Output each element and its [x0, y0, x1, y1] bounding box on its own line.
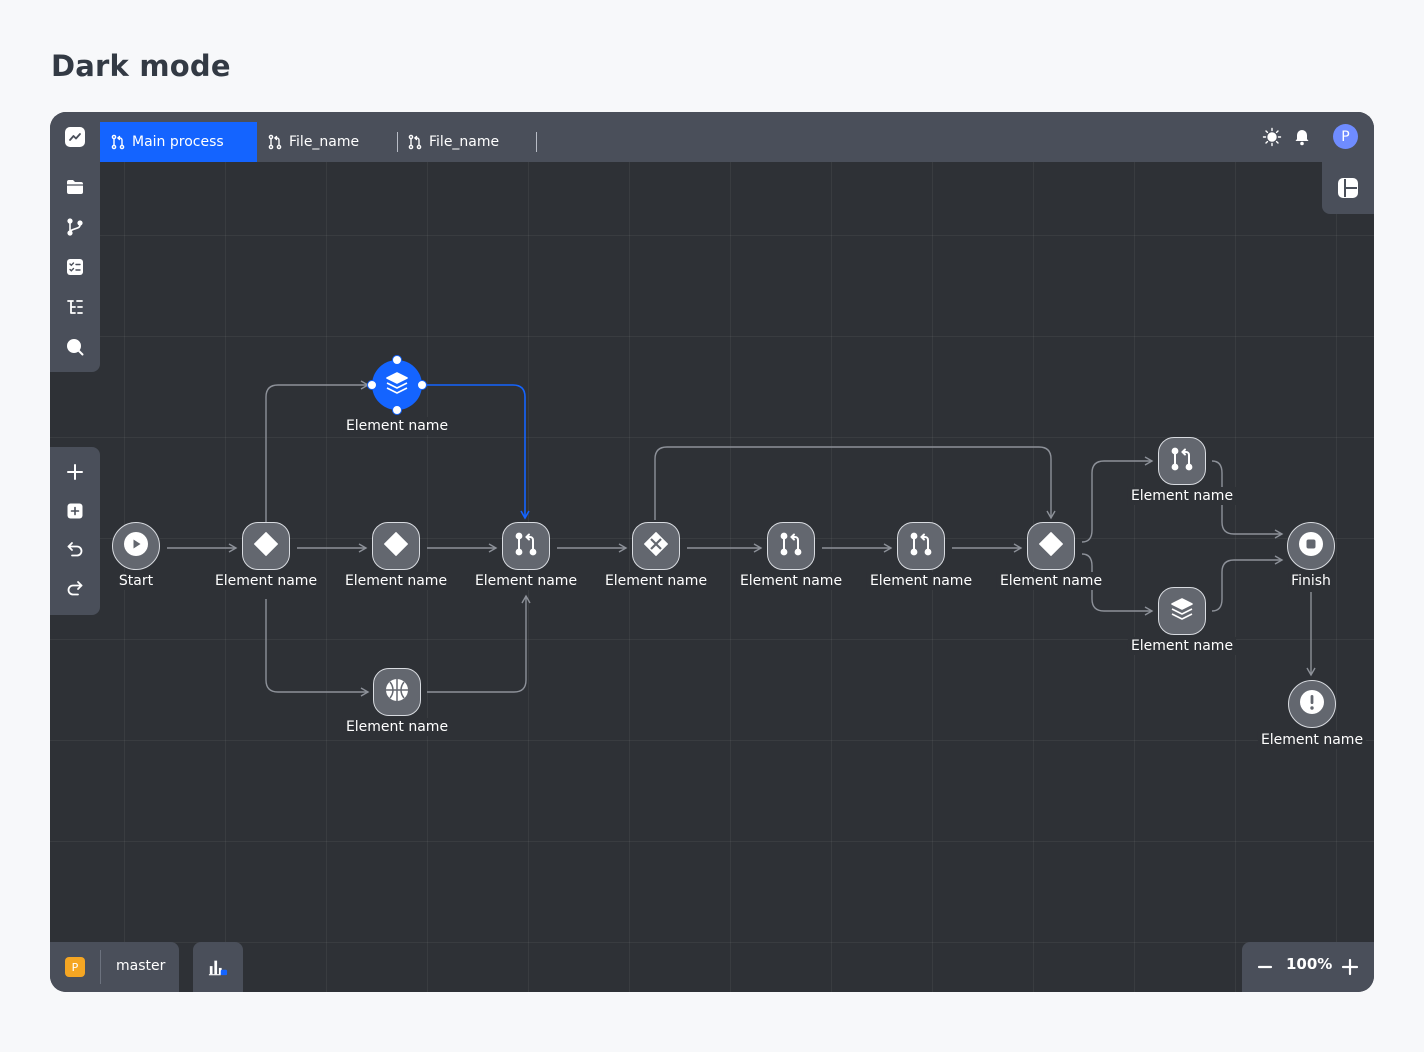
- hierarchy-icon[interactable]: [65, 297, 85, 317]
- checklist-icon[interactable]: [65, 257, 85, 277]
- stats-panel: [193, 942, 243, 992]
- node-label: Finish: [1288, 572, 1334, 590]
- node-label: Start: [115, 572, 157, 590]
- stop-icon: [1298, 531, 1324, 561]
- pull-request-icon: [1169, 446, 1195, 476]
- tab-file-1[interactable]: File_name: [267, 122, 359, 162]
- node-label: Element name: [866, 572, 976, 590]
- zoom-panel: 100%: [1242, 942, 1374, 992]
- node-label: Element name: [471, 572, 581, 590]
- node-finish[interactable]: [1287, 522, 1335, 570]
- branch-icon[interactable]: [65, 217, 85, 237]
- diamond-icon: [383, 531, 409, 561]
- sun-icon[interactable]: [1262, 127, 1282, 147]
- node-gateway[interactable]: [242, 522, 290, 570]
- pull-request-icon: [908, 531, 934, 561]
- page-title: Dark mode: [51, 49, 231, 83]
- node-service[interactable]: [1158, 587, 1206, 635]
- play-icon: [123, 531, 149, 561]
- node-label: Element name: [1257, 731, 1367, 749]
- resize-handle[interactable]: [392, 355, 402, 365]
- parallel-gateway-icon: [643, 531, 669, 561]
- node-label: Element name: [601, 572, 711, 590]
- zoom-level: 100%: [1286, 955, 1333, 973]
- pull-request-icon: [267, 134, 283, 150]
- resize-handle[interactable]: [367, 380, 377, 390]
- node-web[interactable]: [373, 668, 421, 716]
- undo-icon[interactable]: [65, 539, 85, 559]
- diamond-icon: [253, 531, 279, 561]
- resize-handle[interactable]: [392, 405, 402, 415]
- node-label: Element name: [341, 572, 451, 590]
- node-label: Element name: [211, 572, 321, 590]
- node-service-selected[interactable]: [372, 360, 422, 410]
- node-merge[interactable]: [767, 522, 815, 570]
- branch-divider: [100, 950, 101, 984]
- branch-panel[interactable]: P master: [50, 942, 179, 992]
- layout-panel: [1322, 162, 1374, 214]
- connector-layer: [167, 380, 1316, 697]
- tab-divider: [536, 132, 537, 152]
- pull-request-icon: [778, 531, 804, 561]
- bar-chart-icon[interactable]: [208, 957, 228, 977]
- exclamation-icon: [1299, 689, 1325, 719]
- zoom-in-button[interactable]: [1340, 957, 1360, 977]
- left-toolbar: [50, 162, 100, 372]
- tab-label: File_name: [289, 134, 360, 150]
- node-label: Element name: [342, 417, 452, 435]
- layers-icon: [384, 370, 410, 400]
- node-label: Element name: [342, 718, 452, 736]
- node-label: Element name: [1127, 487, 1237, 505]
- node-start[interactable]: [112, 522, 160, 570]
- tab-label: File_name: [429, 134, 500, 150]
- tab-main-process[interactable]: Main process: [100, 122, 257, 162]
- layout-icon[interactable]: [1337, 177, 1359, 199]
- tab-label: Main process: [132, 134, 224, 150]
- node-gateway[interactable]: [1027, 522, 1075, 570]
- add-box-icon[interactable]: [65, 501, 85, 521]
- node-parallel[interactable]: [632, 522, 680, 570]
- process-editor-window: Main process File_name File_name P: [50, 112, 1374, 992]
- node-label: Element name: [996, 572, 1106, 590]
- zoom-out-button[interactable]: [1255, 957, 1275, 977]
- tab-divider: [397, 132, 398, 152]
- project-badge: P: [65, 957, 85, 977]
- node-gateway[interactable]: [372, 522, 420, 570]
- globe-icon: [384, 677, 410, 707]
- node-merge[interactable]: [897, 522, 945, 570]
- app-logo-icon[interactable]: [65, 127, 85, 147]
- plus-icon[interactable]: [65, 462, 85, 482]
- node-label: Element name: [736, 572, 846, 590]
- tab-file-2[interactable]: File_name: [407, 122, 499, 162]
- layers-icon: [1169, 596, 1195, 626]
- pull-request-icon: [513, 531, 539, 561]
- diamond-icon: [1038, 531, 1064, 561]
- node-merge[interactable]: [1158, 437, 1206, 485]
- pull-request-icon: [110, 134, 126, 150]
- node-error[interactable]: [1288, 680, 1336, 728]
- edit-toolbar: [50, 447, 100, 615]
- node-merge[interactable]: [502, 522, 550, 570]
- node-label: Element name: [1127, 637, 1237, 655]
- search-icon[interactable]: [65, 337, 85, 357]
- branch-label: master: [116, 958, 166, 974]
- resize-handle[interactable]: [417, 380, 427, 390]
- avatar[interactable]: P: [1333, 124, 1358, 149]
- top-bar: Main process File_name File_name P: [50, 112, 1374, 162]
- bell-icon[interactable]: [1292, 127, 1312, 147]
- pull-request-icon: [407, 134, 423, 150]
- redo-icon[interactable]: [65, 578, 85, 598]
- folder-icon[interactable]: [65, 177, 85, 197]
